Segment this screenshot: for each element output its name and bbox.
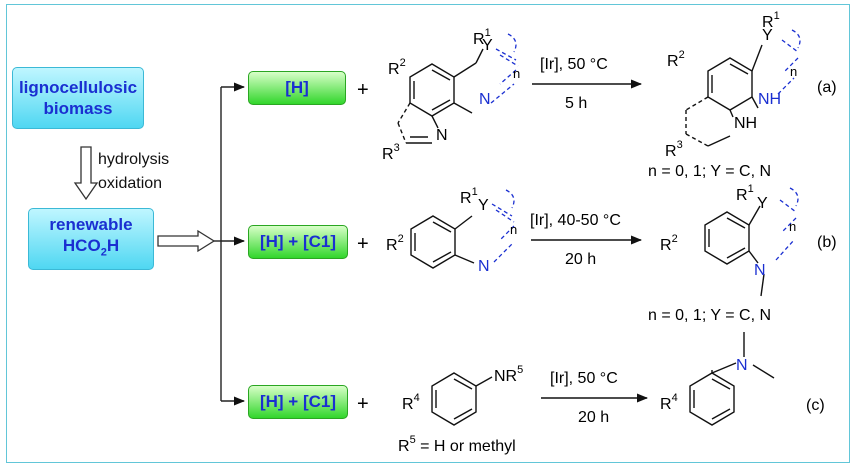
r1-label-b-prod: R1 — [736, 183, 754, 204]
reactant-a: R1 Y n R2 N N R3 — [382, 27, 520, 163]
r1-label-a: R1 — [473, 27, 491, 48]
plus-sign-c: + — [357, 393, 369, 415]
y-label-b-prod: Y — [757, 195, 768, 212]
product-b: R1 Y n R2 N — [660, 183, 799, 297]
n-atom-b-prod: N — [754, 262, 766, 279]
product-a: R1 Y n R2 NH NH R3 — [665, 10, 801, 160]
hydrolysis-label: hydrolysis — [98, 151, 170, 168]
plus-sign-b: + — [357, 233, 369, 255]
reaction-label-a: (a) — [817, 79, 837, 96]
hollow-down-arrow — [73, 146, 99, 201]
nh-atom-a1: NH — [758, 91, 781, 108]
conditions-c: [Ir], 50 °C — [550, 370, 618, 387]
r3-label-a-prod: R3 — [665, 139, 683, 160]
r4-label-c: R4 — [402, 392, 420, 413]
renewable-formic-acid-box: renewable HCO2H — [28, 208, 154, 270]
r1-label-b: R1 — [460, 186, 478, 207]
scope-c: R5 = H or methyl — [398, 434, 516, 455]
scheme-frame — [6, 4, 850, 463]
reaction-label-b: (b) — [817, 234, 837, 251]
n-atom-a1: N — [479, 91, 491, 108]
n-subscript-b: n — [510, 222, 517, 237]
conditions-a: [Ir], 50 °C — [540, 56, 608, 73]
r2-label-a: R2 — [388, 57, 406, 78]
hollow-right-arrow — [157, 229, 216, 253]
n-atom-a2: N — [436, 127, 448, 144]
time-a: 5 h — [565, 95, 587, 112]
n-atom-b: N — [478, 258, 490, 275]
acid-line2: HCO2H — [62, 236, 120, 259]
product-c: N R4 — [660, 332, 775, 426]
branch-connector — [214, 82, 246, 406]
time-b: 20 h — [565, 251, 596, 268]
y-label-a: Y — [482, 37, 493, 54]
source-line2: biomass — [43, 99, 113, 118]
reagent-box-a: [H] — [248, 71, 346, 105]
y-label-b: Y — [478, 197, 489, 214]
n-subscript-a: n — [513, 66, 520, 81]
r2-label-b-prod: R2 — [660, 233, 678, 254]
reagent-box-c: [H] + [C1] — [248, 385, 348, 419]
n-subscript-a-prod: n — [790, 64, 797, 79]
scope-a: n = 0, 1; Y = C, N — [648, 163, 771, 180]
source-line1: lignocellulosic — [18, 78, 138, 97]
r3-label-a: R3 — [382, 142, 400, 163]
r1-label-a-prod: R1 — [762, 10, 780, 31]
reactant-b: R1 Y n R2 N — [386, 186, 517, 275]
reaction-label-c: (c) — [806, 397, 825, 414]
n-atom-c-prod: N — [736, 357, 748, 374]
conditions-b: [Ir], 40-50 °C — [530, 212, 621, 229]
r4-label-c-prod: R4 — [660, 392, 678, 413]
oxidation-label: oxidation — [98, 175, 163, 192]
time-c: 20 h — [578, 409, 609, 426]
reactant-c: NR5 R4 — [402, 364, 523, 426]
y-label-a-prod: Y — [762, 27, 773, 44]
acid-line1: renewable — [49, 215, 133, 235]
n-subscript-b-prod: n — [789, 219, 796, 234]
lignocellulosic-biomass-box: lignocellulosic biomass — [12, 67, 144, 129]
r2-label-a-prod: R2 — [667, 49, 685, 70]
nh-atom-a2: NH — [734, 115, 757, 132]
reagent-box-b: [H] + [C1] — [248, 225, 348, 259]
r2-label-b: R2 — [386, 233, 404, 254]
scope-b: n = 0, 1; Y = C, N — [648, 307, 771, 324]
nr5-label: NR5 — [494, 364, 523, 385]
plus-sign-a: + — [357, 79, 369, 101]
